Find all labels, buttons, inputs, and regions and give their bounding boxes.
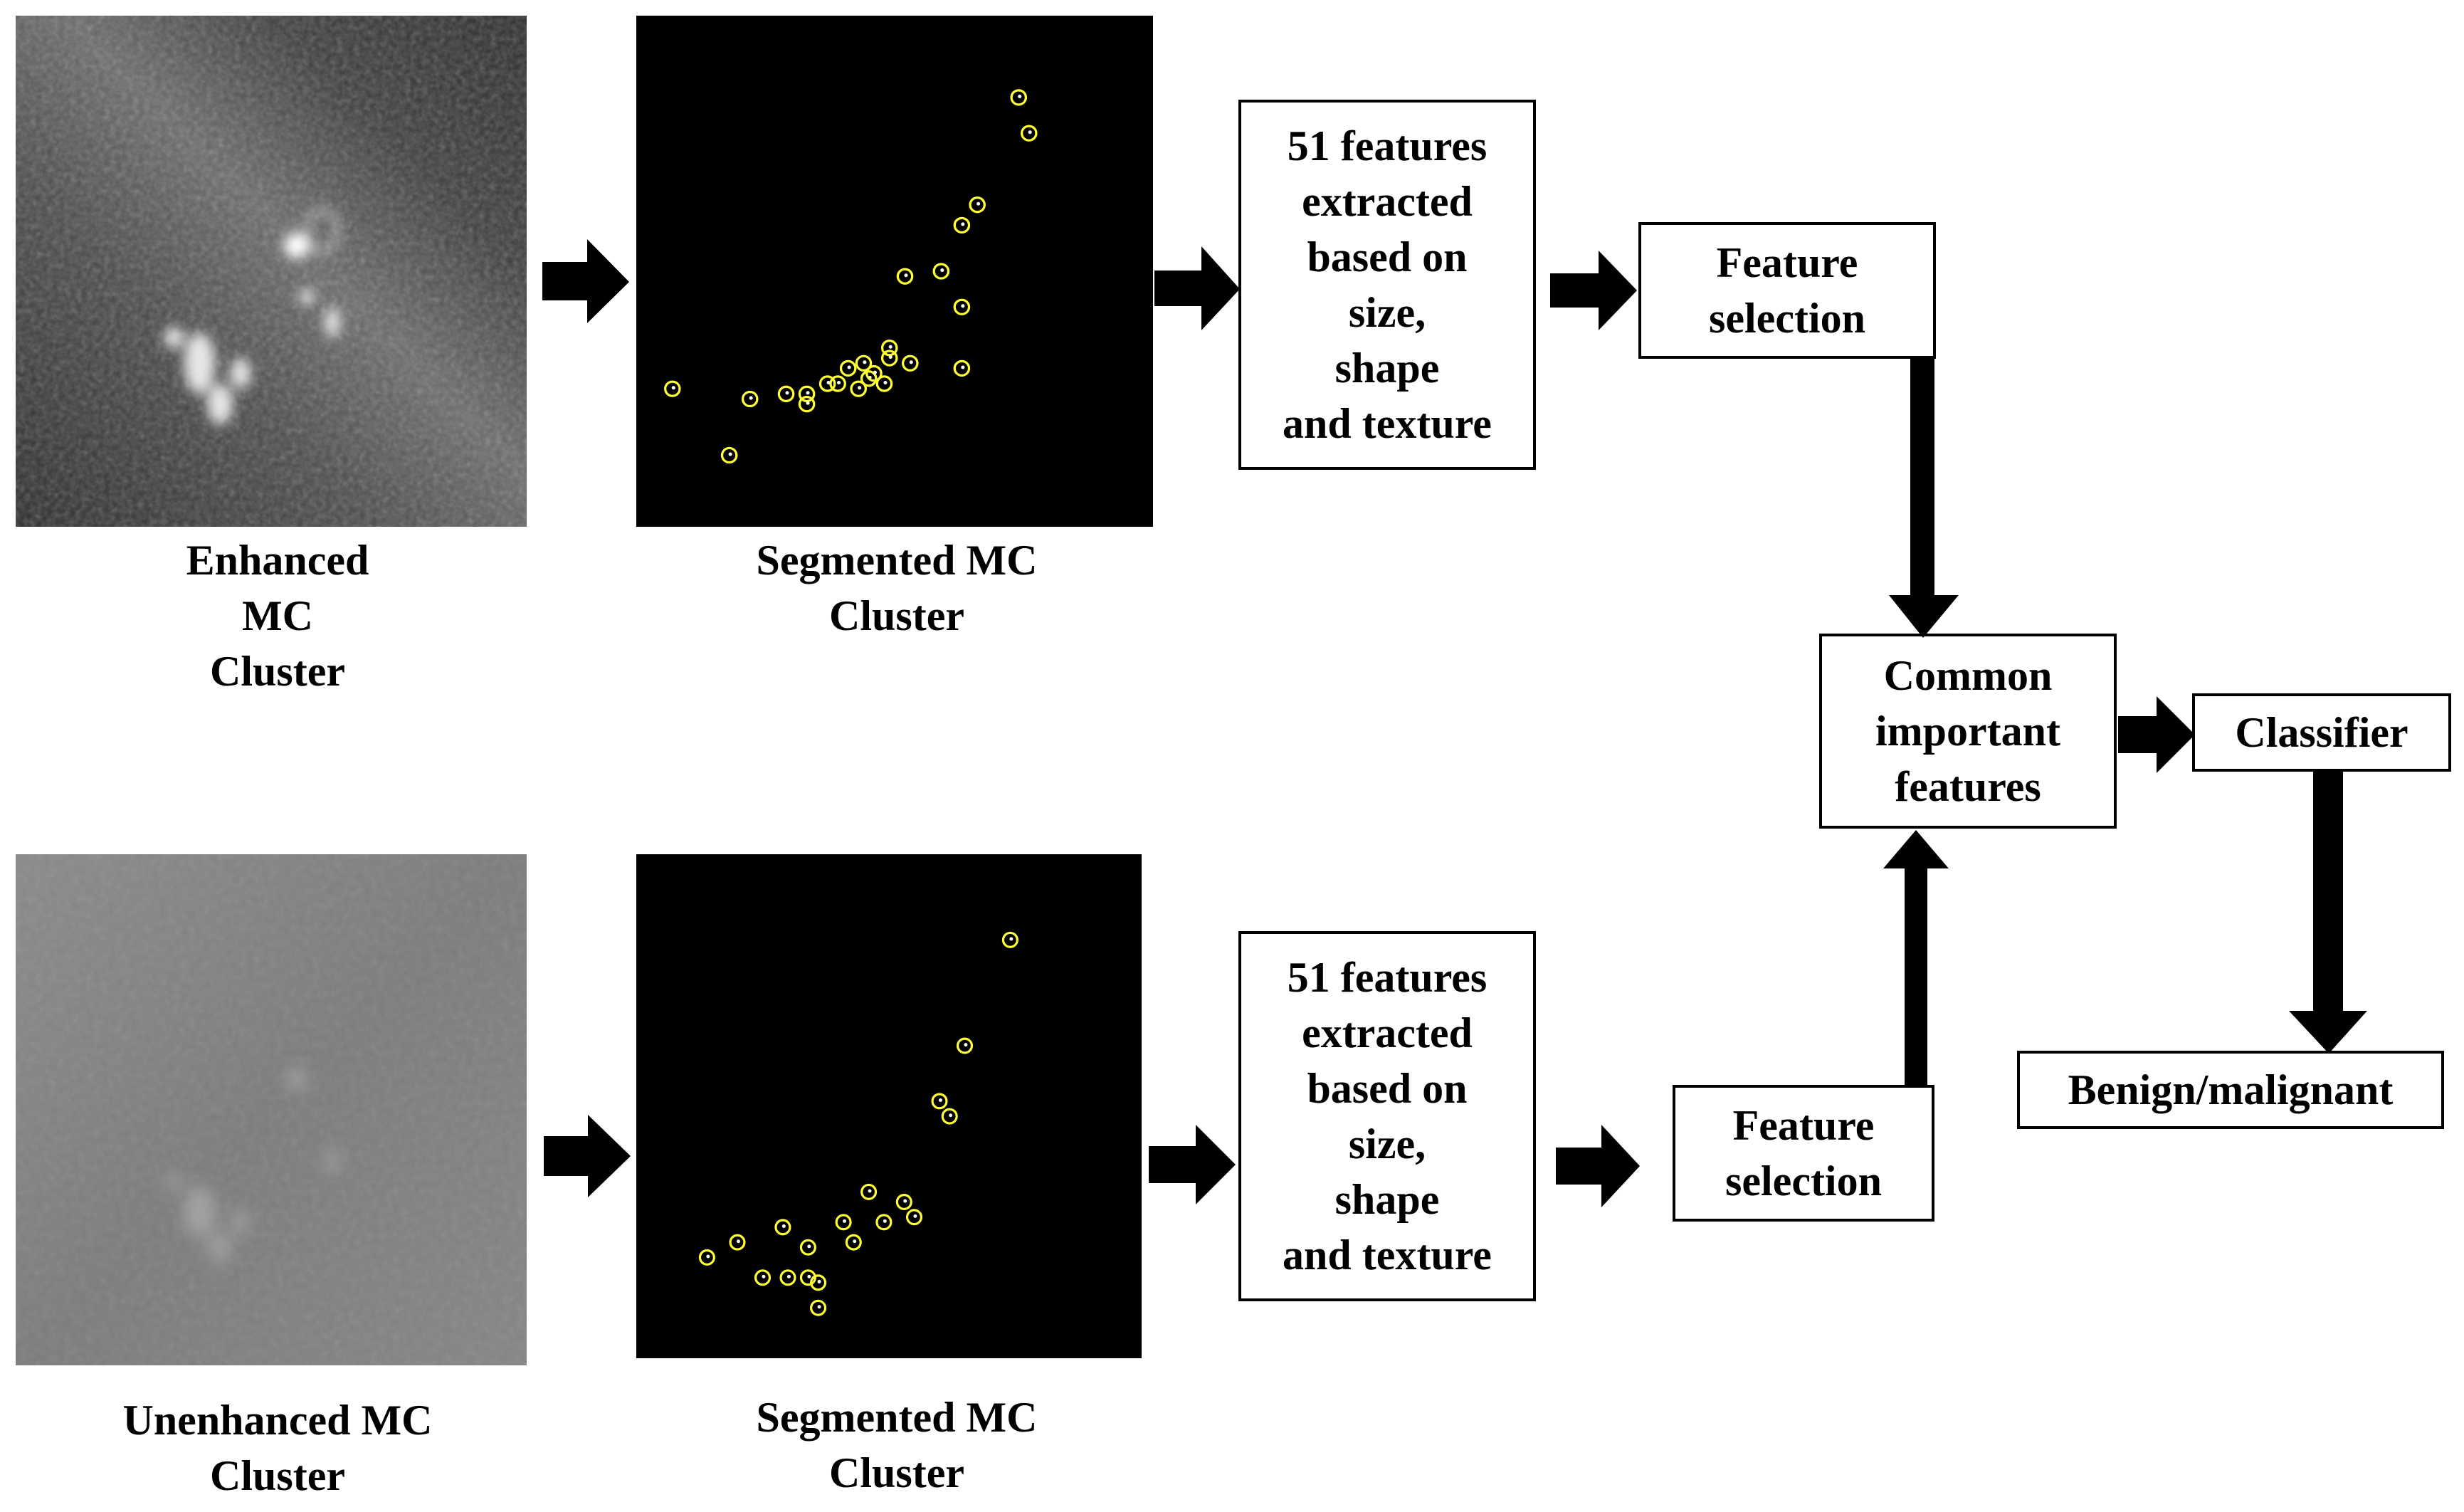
output-box: Benign/malignant bbox=[2017, 1051, 2444, 1129]
mc-marker-bottom bbox=[895, 1194, 912, 1211]
mc-marker-top bbox=[850, 380, 867, 397]
mc-marker-top bbox=[798, 396, 816, 413]
enhanced-mc-caption: Enhanced MC Cluster bbox=[186, 537, 369, 695]
enhanced-mc-image bbox=[16, 16, 527, 527]
mc-marker-top bbox=[741, 390, 759, 408]
unenhanced-mc-caption: Unenhanced MC Cluster bbox=[122, 1397, 433, 1499]
mc-marker-bottom bbox=[810, 1299, 827, 1316]
mc-marker-top bbox=[875, 375, 893, 392]
mc-marker-top bbox=[1020, 125, 1038, 142]
segmented-mc-caption-top: Segmented MC Cluster bbox=[756, 537, 1038, 639]
mc-marker-top bbox=[798, 385, 816, 402]
arrow-enhanced-to-segmented bbox=[542, 239, 629, 323]
mc-marker-top bbox=[953, 216, 971, 234]
mc-marker-bottom bbox=[845, 1234, 862, 1251]
mc-marker-top bbox=[880, 340, 898, 357]
mc-marker-top bbox=[932, 263, 950, 280]
features-box-top: 51 features extracted based on size, sha… bbox=[1238, 100, 1536, 470]
mc-marker-top bbox=[860, 370, 878, 387]
arrow-segmented-to-features-top bbox=[1154, 246, 1240, 330]
mc-marker-bottom bbox=[698, 1249, 715, 1266]
arrow-unenhanced-to-segmented bbox=[544, 1115, 631, 1197]
unenhanced-mc-image bbox=[16, 854, 527, 1365]
mc-marker-top bbox=[1010, 89, 1028, 106]
feature-selection-box-bottom: Feature selection bbox=[1673, 1085, 1934, 1222]
arrow-common-to-classifier bbox=[2118, 696, 2195, 773]
mc-marker-top bbox=[777, 385, 795, 402]
mc-marker-top bbox=[880, 350, 898, 367]
segmented-mc-caption-bottom: Segmented MC Cluster bbox=[756, 1394, 1038, 1496]
mc-marker-top bbox=[855, 355, 873, 372]
mc-marker-top bbox=[969, 196, 986, 214]
features-box-bottom: 51 features extracted based on size, sha… bbox=[1238, 931, 1536, 1301]
mc-marker-bottom bbox=[931, 1093, 948, 1110]
mc-marker-bottom bbox=[835, 1214, 852, 1231]
arrow-selection-to-common bbox=[1889, 359, 1959, 638]
arrow-features-to-selection-bottom bbox=[1556, 1125, 1640, 1207]
arrow-selection-to-common-bottom bbox=[1883, 830, 1949, 1085]
classifier-box: Classifier bbox=[2192, 693, 2451, 772]
mc-marker-bottom bbox=[810, 1274, 827, 1291]
mc-marker-bottom bbox=[860, 1183, 878, 1200]
mc-marker-top bbox=[818, 375, 836, 392]
mc-marker-bottom bbox=[875, 1214, 893, 1231]
mc-marker-bottom bbox=[941, 1108, 958, 1125]
mc-marker-top bbox=[953, 359, 971, 377]
feature-selection-box-top: Feature selection bbox=[1638, 222, 1936, 359]
mc-marker-top bbox=[953, 298, 971, 315]
mc-marker-bottom bbox=[1001, 931, 1018, 948]
mc-marker-top bbox=[901, 355, 919, 372]
mc-marker-bottom bbox=[905, 1209, 923, 1226]
segmented-mc-image-bottom bbox=[636, 854, 1142, 1358]
common-features-box: Common important features bbox=[1819, 634, 2117, 829]
mc-marker-bottom bbox=[799, 1269, 816, 1286]
mc-marker-top bbox=[664, 380, 681, 397]
mc-marker-bottom bbox=[779, 1269, 796, 1286]
mc-marker-top bbox=[829, 375, 846, 392]
mc-marker-bottom bbox=[754, 1269, 772, 1286]
arrow-classifier-to-output bbox=[2289, 772, 2367, 1054]
mc-marker-bottom bbox=[729, 1234, 746, 1251]
mc-marker-bottom bbox=[799, 1239, 816, 1256]
arrow-features-to-selection-top bbox=[1550, 251, 1637, 330]
mc-marker-bottom bbox=[774, 1219, 791, 1236]
mc-marker-top bbox=[720, 446, 738, 464]
arrow-segmented-to-features-bottom bbox=[1149, 1125, 1236, 1204]
segmented-mc-image-top bbox=[636, 16, 1153, 527]
mc-marker-top bbox=[896, 268, 914, 285]
mc-marker-bottom bbox=[956, 1037, 974, 1054]
mc-marker-top bbox=[839, 359, 857, 377]
mc-marker-top bbox=[865, 364, 883, 382]
